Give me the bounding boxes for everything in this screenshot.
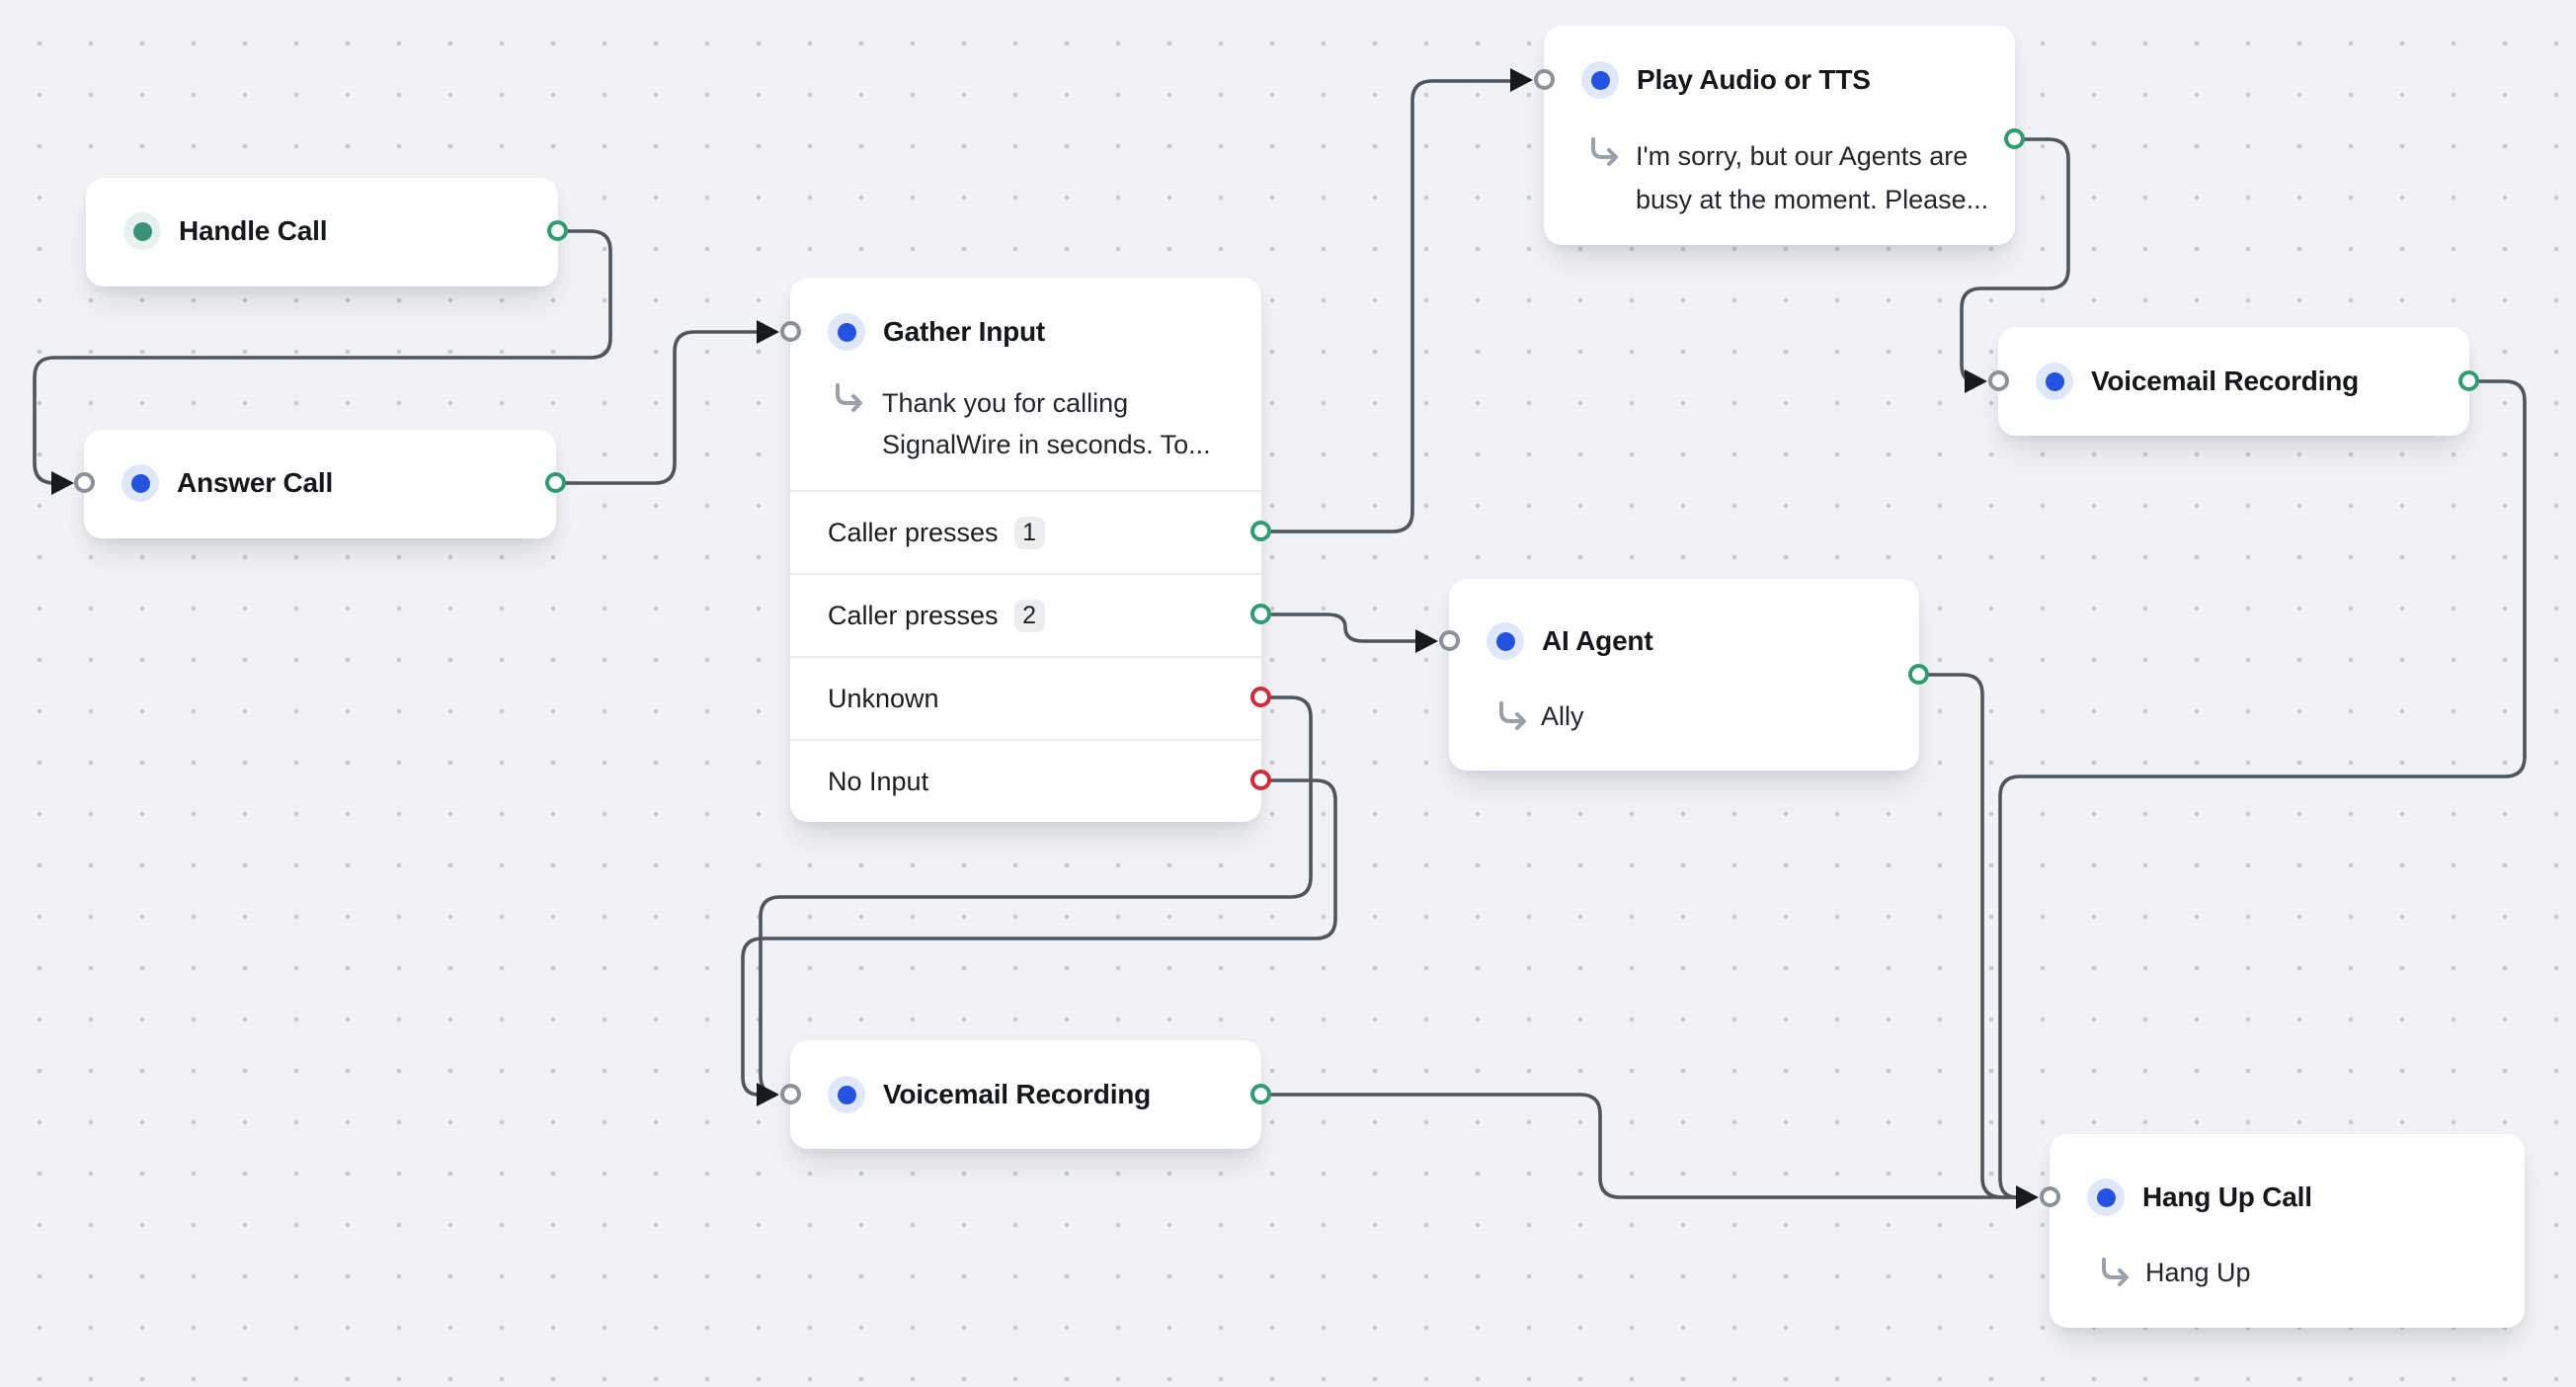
node-title: Voicemail Recording bbox=[2091, 366, 2360, 396]
edge-arrowhead bbox=[1510, 68, 1533, 92]
node-title: Handle Call bbox=[179, 215, 328, 246]
output-port-caller-presses-2[interactable] bbox=[1250, 604, 1271, 624]
input-port[interactable] bbox=[1988, 370, 2009, 391]
node-play-audio-or-tts[interactable]: Play Audio or TTS I'm sorry, but our Age… bbox=[1534, 26, 2025, 245]
edge-arrowhead bbox=[757, 320, 779, 344]
node-title: Voicemail Recording bbox=[883, 1079, 1152, 1109]
node-title: Hang Up Call bbox=[2142, 1182, 2312, 1212]
edge-unknown-to-voicemail-bottom[interactable] bbox=[759, 695, 1313, 1097]
gather-output-rows: Caller presses 1 Caller presses 2 Unknow… bbox=[790, 490, 1261, 822]
key-badge: 2 bbox=[1013, 599, 1045, 632]
edge-arrowhead bbox=[2016, 1185, 2039, 1209]
key-badge: 1 bbox=[1013, 516, 1045, 549]
node-title: AI Agent bbox=[1542, 625, 1653, 656]
description-line: busy at the moment. Please... bbox=[1636, 185, 1989, 214]
node-title: Gather Input bbox=[883, 316, 1046, 347]
return-arrow-icon bbox=[2102, 1258, 2129, 1286]
node-type-blue-dot-icon bbox=[1487, 622, 1524, 660]
node-description: Ally bbox=[1541, 701, 1584, 731]
output-port[interactable] bbox=[1908, 664, 1929, 685]
edge-arrowhead bbox=[1415, 629, 1438, 653]
output-port-unknown[interactable] bbox=[1250, 687, 1271, 707]
node-title: Answer Call bbox=[177, 467, 334, 498]
edge-arrowhead bbox=[1965, 369, 1987, 393]
node-title: Play Audio or TTS bbox=[1637, 64, 1871, 95]
row-caller-presses-2[interactable]: Caller presses 2 bbox=[790, 573, 1261, 656]
node-voicemail-recording-top[interactable]: Voicemail Recording bbox=[1988, 327, 2479, 436]
output-port[interactable] bbox=[1250, 1084, 1271, 1104]
description-line: I'm sorry, but our Agents are bbox=[1636, 141, 1969, 171]
edge-no-input-to-voicemail-bottom[interactable] bbox=[741, 778, 1337, 1097]
output-port[interactable] bbox=[547, 220, 568, 241]
node-hang-up-call[interactable]: Hang Up Call Hang Up bbox=[2040, 1134, 2525, 1328]
input-port[interactable] bbox=[2040, 1186, 2060, 1207]
node-type-green-dot-icon bbox=[123, 212, 161, 250]
node-handle-call[interactable]: Handle Call bbox=[86, 178, 568, 286]
edge-voicemail-top-to-hang-up[interactable] bbox=[1998, 379, 2527, 1199]
edge-caller-presses-1-to-play-audio[interactable] bbox=[1261, 79, 1512, 533]
input-port[interactable] bbox=[780, 1084, 801, 1104]
output-port-caller-presses-1[interactable] bbox=[1250, 521, 1271, 541]
return-arrow-icon bbox=[1591, 137, 1618, 166]
output-port[interactable] bbox=[2458, 370, 2479, 391]
row-unknown[interactable]: Unknown bbox=[790, 656, 1261, 739]
node-type-blue-dot-icon bbox=[828, 313, 865, 351]
output-port[interactable] bbox=[545, 472, 566, 493]
output-port[interactable] bbox=[2004, 128, 2025, 149]
description-line: SignalWire in seconds. To... bbox=[882, 430, 1211, 459]
node-voicemail-recording-bottom[interactable]: Voicemail Recording bbox=[780, 1040, 1271, 1149]
node-type-blue-dot-icon bbox=[2036, 363, 2073, 400]
input-port[interactable] bbox=[74, 472, 95, 493]
input-port[interactable] bbox=[1534, 69, 1555, 90]
return-arrow-icon bbox=[1499, 701, 1526, 730]
node-description: Hang Up bbox=[2145, 1258, 2251, 1287]
edge-handle-call-to-answer-call[interactable] bbox=[33, 229, 612, 485]
edge-arrowhead bbox=[51, 471, 74, 495]
row-no-input[interactable]: No Input bbox=[790, 739, 1261, 822]
node-type-blue-dot-icon bbox=[2087, 1179, 2125, 1216]
node-type-blue-dot-icon bbox=[121, 464, 159, 502]
output-port-no-input[interactable] bbox=[1250, 770, 1271, 790]
node-ai-agent[interactable]: AI Agent Ally bbox=[1439, 579, 1929, 771]
node-description: I'm sorry, but our Agents are busy at th… bbox=[1636, 134, 1988, 221]
edge-ai-agent-to-hang-up[interactable] bbox=[1919, 673, 2017, 1199]
edge-caller-presses-2-to-ai-agent[interactable] bbox=[1261, 612, 1418, 643]
edge-arrowhead bbox=[757, 1083, 779, 1106]
node-type-blue-dot-icon bbox=[828, 1076, 865, 1113]
node-description: Thank you for calling SignalWire in seco… bbox=[882, 382, 1211, 465]
description-line: Thank you for calling bbox=[882, 388, 1129, 418]
edge-answer-call-to-gather-input[interactable] bbox=[556, 330, 759, 485]
input-port[interactable] bbox=[1439, 630, 1460, 651]
edge-voicemail-bottom-to-hang-up[interactable] bbox=[1261, 1093, 2017, 1199]
node-answer-call[interactable]: Answer Call bbox=[74, 430, 566, 538]
node-type-blue-dot-icon bbox=[1581, 61, 1619, 99]
row-caller-presses-1[interactable]: Caller presses 1 bbox=[790, 490, 1261, 573]
node-gather-input[interactable]: Gather Input Thank you for calling Signa… bbox=[780, 278, 1271, 822]
return-arrow-icon bbox=[836, 383, 862, 412]
input-port[interactable] bbox=[780, 321, 801, 342]
edge-play-audio-to-voicemail-top[interactable] bbox=[1960, 137, 2070, 384]
